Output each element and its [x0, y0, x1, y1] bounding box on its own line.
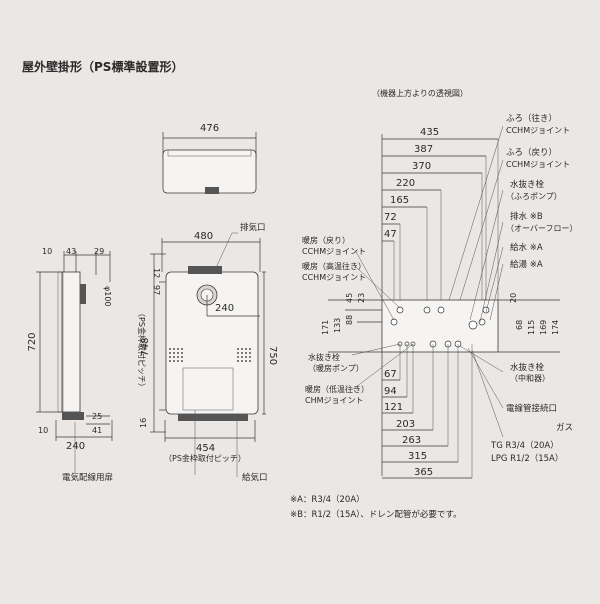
label-bath-return-2: CCHMジョイント	[506, 160, 570, 169]
label-heat-return-1: 暖房（戻り）	[302, 235, 350, 245]
note-a: ※A：R3/4（20A）	[290, 494, 365, 505]
pipe-dim-165: 165	[390, 195, 409, 206]
pipe-dim-263: 263	[402, 435, 421, 446]
label-gas-lpg: LPG R1/2（15A）	[491, 453, 563, 464]
label-gas: ガス	[556, 422, 573, 433]
pipe-dim-365: 365	[414, 467, 433, 478]
label-bath-out-2: CCHMジョイント	[506, 126, 570, 135]
side-bottom-2: 41	[92, 426, 102, 435]
dim-171: 171	[321, 320, 330, 335]
dim-45: 45	[345, 293, 354, 303]
pipe-dim-94: 94	[384, 386, 397, 397]
label-water-supply: 給水 ※A	[510, 242, 543, 253]
label-drain-bath-2: （ふろポンプ）	[506, 192, 562, 201]
side-unit-view	[36, 251, 113, 473]
exhaust-label: 排気口	[240, 222, 266, 233]
front-height: 750	[267, 346, 278, 365]
top-offset: 12	[152, 268, 161, 278]
dim-88: 88	[345, 315, 354, 325]
exhaust-offset: 240	[215, 303, 234, 314]
label-heat-low-1: 暖房（低温往き）	[305, 384, 369, 394]
pipe-dim-67: 67	[384, 369, 397, 380]
dim-23: 23	[357, 293, 366, 303]
front-width: 480	[194, 231, 213, 242]
label-drain-heat-2: （暖房ポンプ）	[308, 363, 364, 373]
dim-115: 115	[527, 320, 536, 335]
front-unit-view	[150, 232, 266, 477]
label-gas-tg: TG R3/4（20A）	[490, 440, 559, 451]
dim-68: 68	[515, 320, 524, 330]
label-heat-low-2: CHMジョイント	[305, 396, 364, 405]
side-bottom-1: 25	[92, 412, 102, 421]
label-conduit: 電線管接続口	[506, 403, 557, 414]
mount-pitch-vertical: （PS金枠取付ピッチ）	[137, 309, 147, 391]
piping-view	[328, 125, 560, 479]
top-unit-view	[162, 132, 257, 194]
label-hot-supply: 給湯 ※A	[510, 259, 543, 270]
dim-169: 169	[539, 320, 548, 335]
label-heat-high-1: 暖房（高温往き）	[302, 261, 366, 271]
top-view-note: （機器上方よりの透視図）	[372, 88, 468, 98]
label-drain-bath-1: 水抜き栓	[510, 179, 545, 190]
electric-door-label: 電気配線用扉	[62, 472, 113, 483]
side-dim-0: 10	[42, 247, 52, 256]
dim-20: 20	[509, 293, 518, 303]
pipe-dim-121: 121	[384, 402, 403, 413]
mount-pitch-width: 454	[196, 443, 215, 454]
label-bath-out-1: ふろ（往き）	[506, 113, 557, 124]
front-overall-height: 748	[140, 337, 151, 356]
label-overflow-2: （オーバーフロー）	[506, 224, 577, 233]
side-dim-1: 43	[66, 247, 76, 256]
pipe-dim-203: 203	[396, 419, 415, 430]
label-heat-high-2: CCHMジョイント	[302, 273, 366, 282]
side-dim-2: 29	[94, 247, 104, 256]
top-unit-width: 476	[200, 123, 219, 134]
label-drain-heat-1: 水抜き栓	[308, 352, 340, 362]
page-title: 屋外壁掛形（PS標準設置形）	[22, 59, 183, 74]
pipe-dim-370: 370	[412, 161, 431, 172]
pipe-dim-47: 47	[384, 229, 397, 240]
label-overflow-1: 排水 ※B	[510, 211, 543, 222]
side-phi: φ100	[103, 286, 112, 307]
dim-133: 133	[333, 318, 342, 333]
label-drain-neutral-1: 水抜き栓	[510, 362, 545, 373]
pipe-dim-72: 72	[384, 212, 397, 223]
side-bottom-left: 10	[38, 426, 48, 435]
mount-pitch-horizontal: （PS金枠取付ピッチ）	[164, 453, 246, 463]
label-heat-return-2: CCHMジョイント	[302, 247, 366, 256]
note-b: ※B：R1/2（15A）、ドレン配管が必要です。	[290, 509, 462, 520]
pipe-dim-435: 435	[420, 127, 439, 138]
intake-label: 給気口	[242, 472, 268, 483]
bottom-offset: 16	[139, 418, 148, 428]
pipe-dim-220: 220	[396, 178, 415, 189]
label-drain-neutral-2: （中和器）	[510, 373, 550, 383]
side-depth: 240	[66, 441, 85, 452]
dim-174: 174	[551, 320, 560, 335]
label-bath-return-1: ふろ（戻り）	[506, 147, 557, 158]
exhaust-drop: 97	[152, 285, 161, 295]
pipe-dim-315: 315	[408, 451, 427, 462]
side-height: 720	[27, 332, 38, 351]
pipe-dim-387: 387	[414, 144, 433, 155]
